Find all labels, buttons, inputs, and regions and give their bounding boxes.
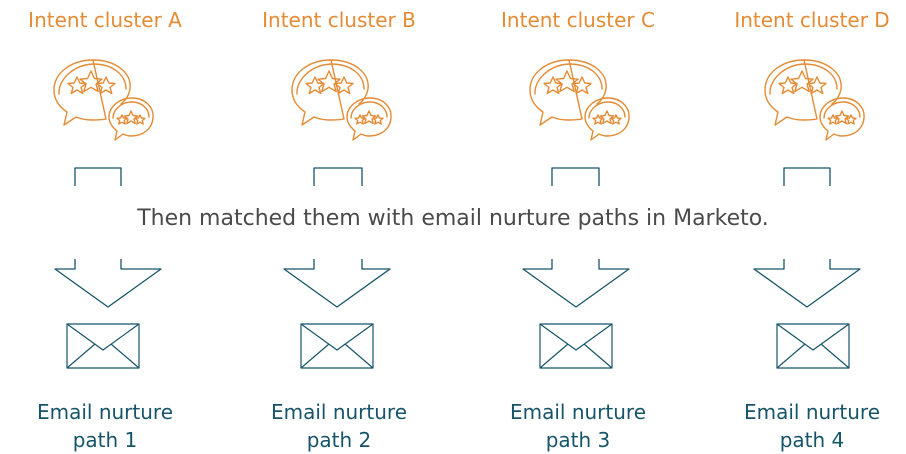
path-label-line1: Email nurture xyxy=(36,400,174,424)
path-label-line1: Email nurture xyxy=(743,400,881,424)
envelope-icon xyxy=(300,323,374,369)
path-label-line1: Email nurture xyxy=(509,400,647,424)
chat-bubbles-stars-icon xyxy=(291,59,392,141)
path-label-2: Email nurture path 2 xyxy=(229,398,449,454)
envelope-icon xyxy=(776,323,850,369)
down-arrow-icon xyxy=(753,167,861,308)
path-label-line2: path 1 xyxy=(72,428,138,452)
chat-bubbles-stars-icon xyxy=(53,59,154,141)
path-label-line2: path 2 xyxy=(306,428,372,452)
cluster-label-b: Intent cluster B xyxy=(262,8,416,32)
envelope-icon xyxy=(66,323,140,369)
down-arrow-icon xyxy=(283,167,391,308)
cluster-column-d: Intent cluster D Email nurture xyxy=(702,0,906,453)
cluster-label-c: Intent cluster C xyxy=(501,8,655,32)
envelope-icon xyxy=(539,323,613,369)
caption-text: Then matched them with email nurture pat… xyxy=(137,206,769,231)
path-label-line1: Email nurture xyxy=(270,400,408,424)
chat-bubbles-stars-icon xyxy=(529,59,630,141)
path-label-1: Email nurture path 1 xyxy=(0,398,215,454)
cluster-column-b: Intent cluster B Email nurture xyxy=(229,0,449,453)
cluster-label-d: Intent cluster D xyxy=(734,8,890,32)
cluster-column-c: Intent cluster C Email nurture xyxy=(468,0,688,453)
down-arrow-icon xyxy=(54,167,162,308)
path-label-3: Email nurture path 3 xyxy=(468,398,688,454)
path-label-4: Email nurture path 4 xyxy=(702,398,906,454)
chat-bubbles-stars-icon xyxy=(764,59,865,141)
path-label-line2: path 3 xyxy=(545,428,611,452)
down-arrow-icon xyxy=(522,167,630,308)
cluster-label-a: Intent cluster A xyxy=(28,8,182,32)
path-label-line2: path 4 xyxy=(779,428,845,452)
cluster-column-a: Intent cluster A Email nurture xyxy=(0,0,215,453)
